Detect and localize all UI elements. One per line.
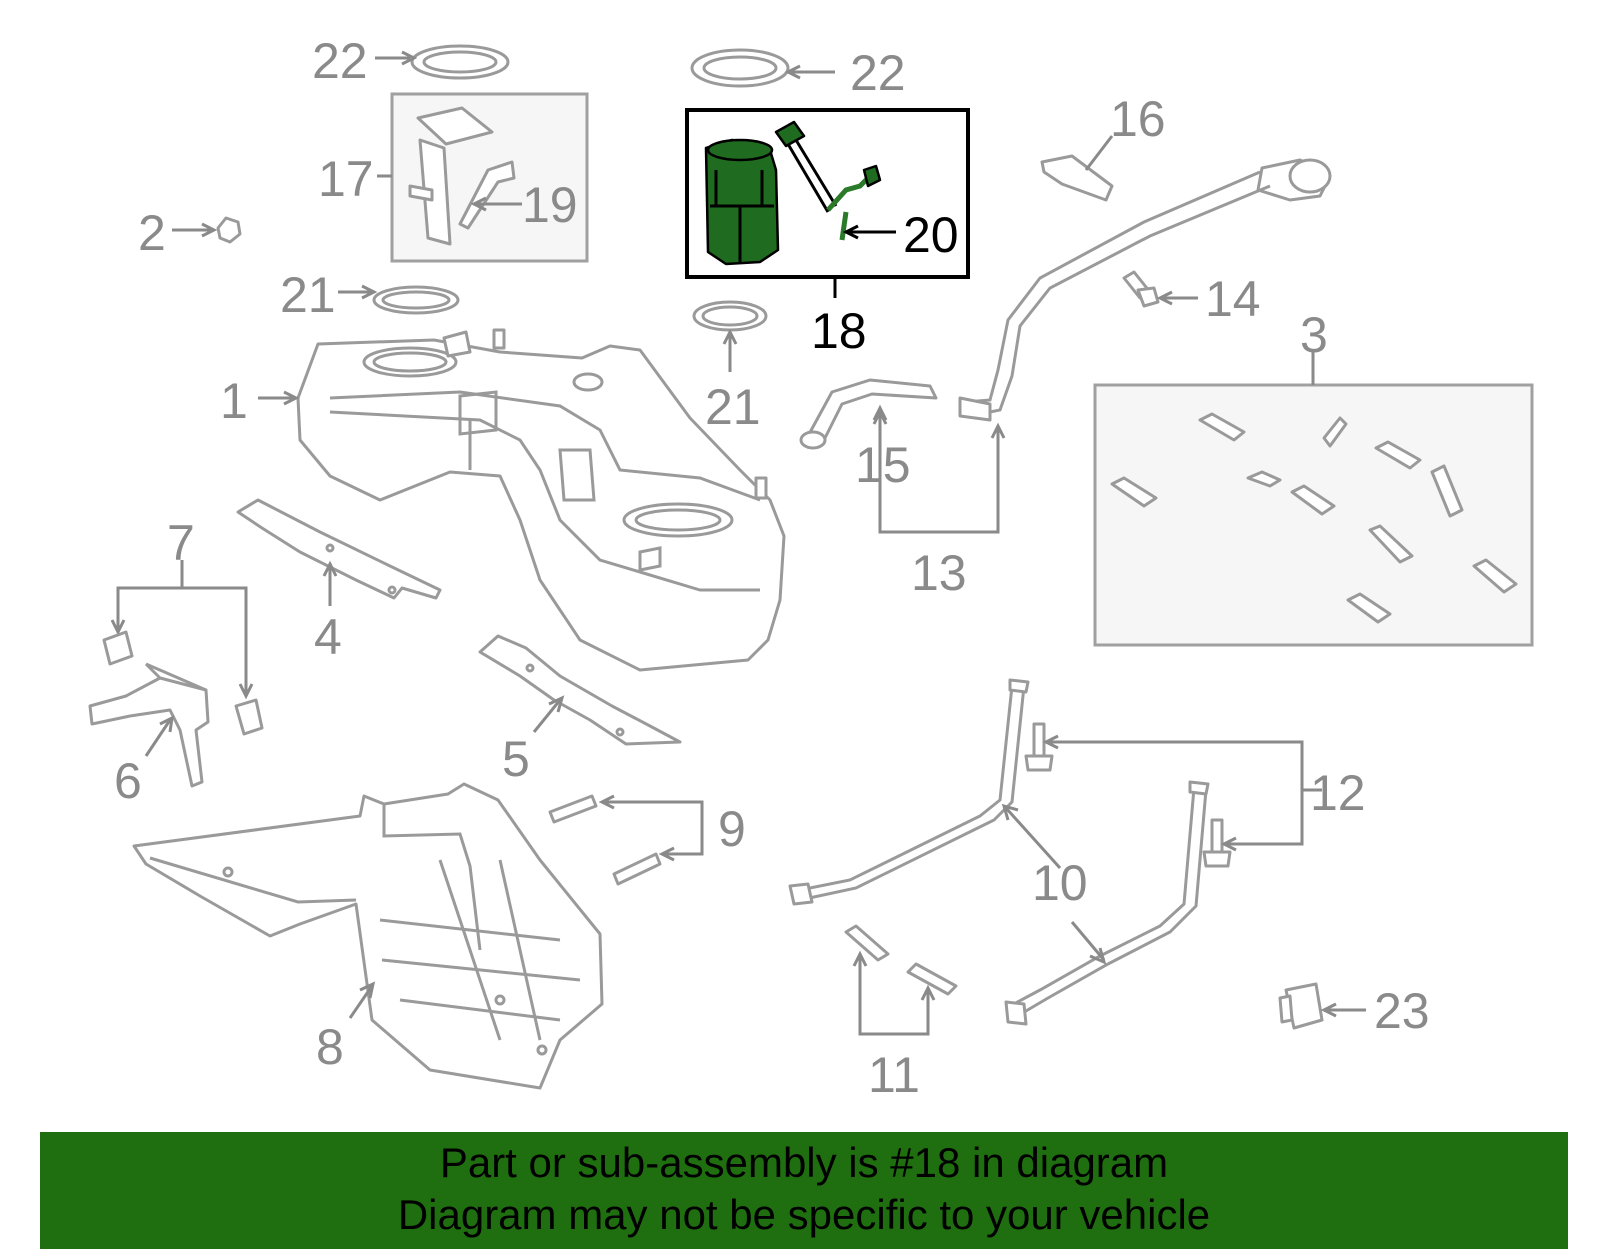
arrow-22b	[784, 64, 801, 80]
part-7-pads	[102, 630, 264, 736]
part-16-bracket	[1040, 154, 1114, 202]
arrow-8	[359, 981, 376, 999]
part-15-vent-hose	[799, 378, 938, 450]
arrow-10b	[1089, 947, 1107, 965]
part-5-heat-shield	[478, 634, 682, 746]
arrow-20	[842, 224, 859, 240]
part-11-pads	[844, 924, 958, 996]
part-23-valve	[1278, 982, 1324, 1030]
arrow-10a	[1001, 803, 1019, 821]
leader-11	[858, 956, 930, 1036]
callout-20: 20	[903, 207, 959, 263]
part-17-sender	[408, 106, 494, 246]
part-3-insulator-pads	[1110, 412, 1518, 624]
part-22-gasket-left	[410, 44, 510, 80]
callout-22a: 22	[312, 33, 368, 89]
callout-21a: 21	[280, 267, 336, 323]
arrow-13a	[990, 422, 1006, 439]
callout-15: 15	[855, 437, 911, 493]
callout-6: 6	[114, 753, 142, 809]
part-8-skid-plate	[132, 782, 604, 1090]
callout-13: 13	[911, 545, 967, 601]
arrow-7b	[238, 683, 254, 700]
callout-22b: 22	[850, 45, 906, 101]
part-18-fuel-pump-module	[704, 138, 780, 266]
arrow-7a	[110, 619, 126, 636]
part-2-plug	[216, 216, 242, 244]
callout-23: 23	[1374, 983, 1430, 1039]
part-3-box	[1093, 383, 1534, 647]
arrow-11a	[852, 950, 868, 967]
part-20-sending-unit	[774, 120, 882, 241]
part-1-fuel-tank	[296, 328, 786, 672]
callout-1: 1	[220, 373, 248, 429]
arrow-22a	[401, 50, 418, 66]
arrow-23	[1320, 1002, 1337, 1018]
part-4-heat-shield	[236, 498, 442, 600]
leader-6	[144, 719, 172, 757]
callout-12: 12	[1310, 765, 1366, 821]
arrow-9b	[658, 846, 675, 862]
arrow-4	[322, 560, 338, 577]
callout-5: 5	[502, 731, 530, 787]
callout-10: 10	[1032, 855, 1088, 911]
arrow-21a	[361, 284, 378, 300]
arrow-2	[201, 222, 218, 238]
leader-16	[1084, 135, 1114, 171]
arrow-15	[872, 404, 888, 421]
callout-4: 4	[314, 609, 342, 665]
arrow-1	[283, 390, 300, 406]
arrow-12a	[1042, 734, 1059, 750]
leader-5	[532, 699, 562, 733]
arrow-21b	[722, 328, 738, 345]
leader-8	[348, 985, 374, 1019]
leader-12	[1048, 740, 1304, 846]
callout-3: 3	[1300, 307, 1328, 363]
callout-8: 8	[316, 1019, 344, 1075]
callout-14: 14	[1205, 271, 1261, 327]
callout-17: 17	[318, 151, 374, 207]
arrow-11b	[920, 984, 936, 1001]
callout-7: 7	[167, 515, 195, 571]
info-banner: Part or sub-assembly is #18 in diagram D…	[40, 1132, 1568, 1249]
arrow-6	[159, 715, 174, 733]
part-12-bolts	[1024, 722, 1232, 868]
part-14-bolt	[1122, 270, 1160, 308]
part-13-filler-pipe	[958, 158, 1332, 422]
banner-line-1: Part or sub-assembly is #18 in diagram	[439, 1139, 1169, 1186]
callout-2: 2	[138, 205, 166, 261]
arrow-19	[470, 196, 487, 212]
part-21-seal-left	[372, 285, 460, 315]
leader-13	[878, 412, 1000, 534]
leader-7	[116, 586, 248, 694]
callout-16: 16	[1110, 91, 1166, 147]
part-22-gasket-right	[690, 48, 790, 88]
part-6-bracket	[88, 662, 210, 788]
callout-11: 11	[868, 1047, 920, 1103]
leader-10b	[1070, 921, 1106, 961]
part-21-seal-right	[692, 300, 768, 332]
arrow-12b	[1220, 836, 1237, 852]
banner-line-2: Diagram may not be specific to your vehi…	[397, 1191, 1211, 1238]
callout-19: 19	[522, 177, 578, 233]
part-9-pads	[548, 794, 662, 886]
leader-10a	[1004, 806, 1062, 870]
callout-21b: 21	[705, 379, 761, 435]
arrow-5	[548, 695, 565, 713]
arrow-9a	[598, 794, 615, 810]
part-19-float-arm	[458, 160, 516, 230]
leader-9	[604, 800, 704, 856]
callout-18: 18	[811, 303, 867, 359]
callout-9: 9	[718, 801, 746, 857]
part-10-tank-straps	[788, 678, 1210, 1026]
arrow-14	[1156, 290, 1173, 306]
